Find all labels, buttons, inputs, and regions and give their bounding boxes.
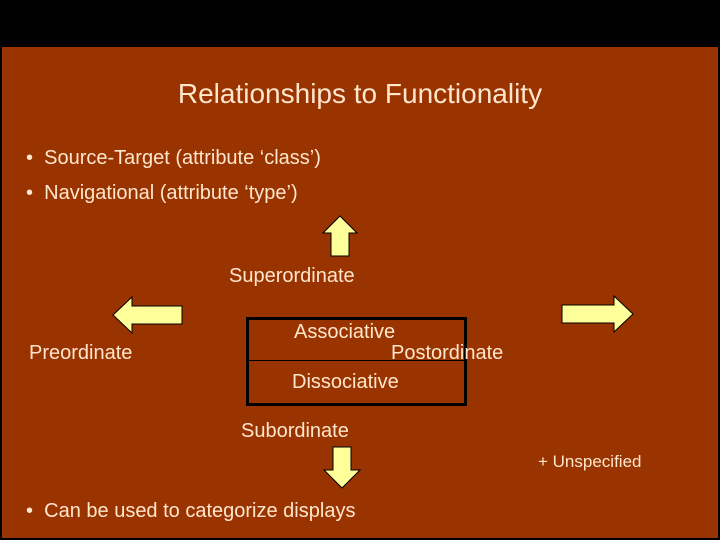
label-subordinate: Subordinate: [241, 420, 349, 442]
bullet-2: • Navigational (attribute ‘type’): [26, 182, 298, 204]
box-divider: [249, 360, 464, 361]
arrow-down-icon: [322, 446, 362, 489]
slide-title: Relationships to Functionality: [177, 78, 543, 109]
label-dissociative: Dissociative: [292, 371, 399, 393]
label-associative: Associative: [294, 321, 396, 343]
label-unspecified: + Unspecified: [538, 452, 642, 471]
association-box: [246, 317, 467, 406]
bullet-3: • Can be used to categorize displays: [26, 500, 356, 522]
label-superordinate: Superordinate: [229, 265, 355, 287]
bullet-1: • Source-Target (attribute ‘class’): [26, 147, 321, 169]
slide-background: [2, 47, 718, 538]
label-postordinate: Postordinate: [391, 342, 504, 364]
label-preordinate: Preordinate: [29, 342, 133, 364]
arrow-up-icon: [322, 215, 358, 257]
arrow-left-icon: [112, 296, 183, 334]
arrow-right-icon: [561, 295, 634, 333]
